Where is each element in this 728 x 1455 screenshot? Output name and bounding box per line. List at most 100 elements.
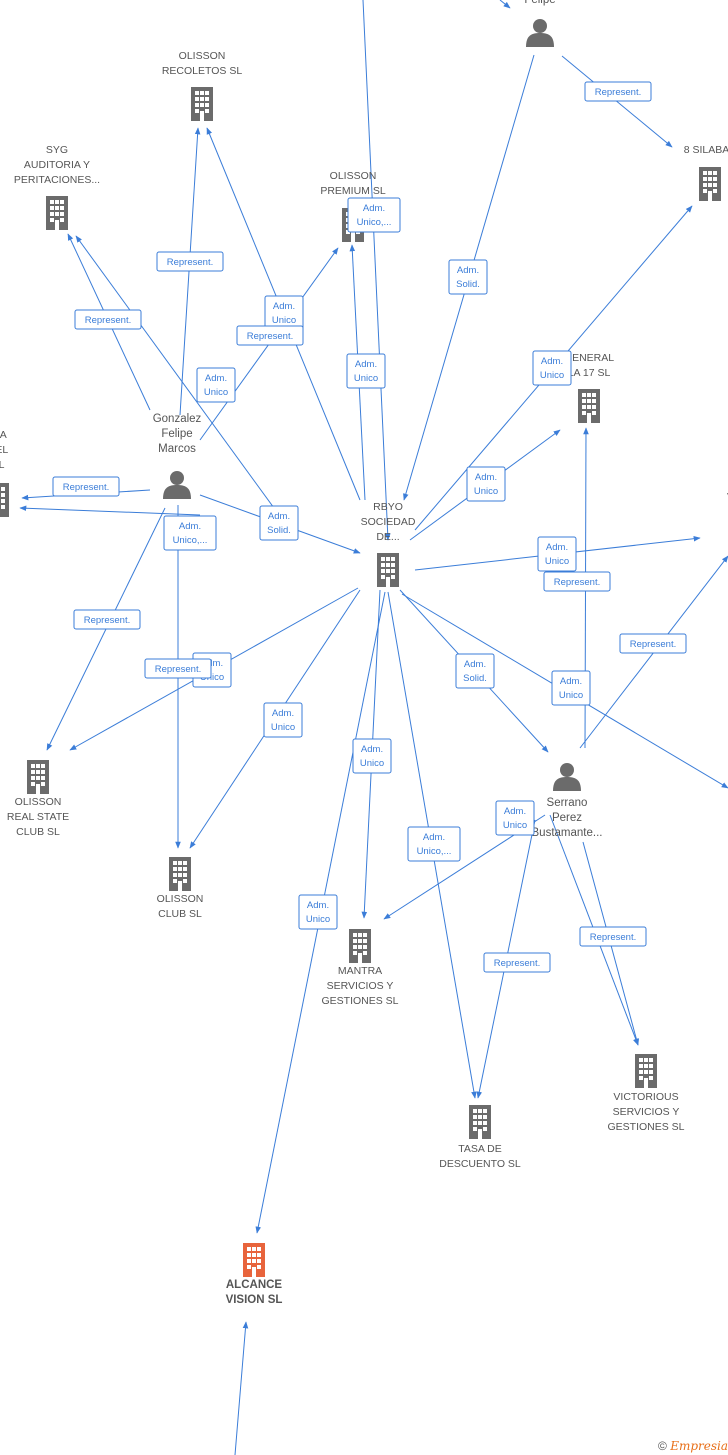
node-label: SOCIEDAD xyxy=(361,516,416,528)
node-label: ALCANCE xyxy=(226,1279,283,1291)
edge-label-text: Represent. xyxy=(494,958,540,969)
node-label: VALE xyxy=(727,491,728,503)
node-label: CLUB SL xyxy=(158,908,202,920)
edge-label-text: Unico xyxy=(474,486,498,497)
node-label: RBYO xyxy=(373,501,403,513)
edge-label-e10[interactable]: Adm.Unico xyxy=(532,350,572,386)
edge-label-text: Adm. xyxy=(179,521,201,532)
footer-copyright: © Empresia xyxy=(658,1439,728,1453)
edge-label-box xyxy=(196,367,236,403)
edge-label-text: Unico,... xyxy=(417,846,452,857)
node-label: VISION SL xyxy=(226,1294,283,1306)
edge-label-text: Represent. xyxy=(554,577,600,588)
edge-label-e28[interactable]: Represent. xyxy=(483,952,551,973)
node-alcance[interactable]: ALCANCE VISION SL xyxy=(226,1243,283,1306)
brand-logo: Empresia xyxy=(670,1439,728,1453)
node-label: PREMIUM SL xyxy=(320,185,386,197)
edge-label-e15[interactable]: Adm.Unico xyxy=(537,536,577,572)
edge-label-box xyxy=(144,658,212,679)
edge-label-text: Unico xyxy=(545,556,569,567)
edge-label-text: Solid. xyxy=(456,279,480,290)
node-label: VICTORIOUS xyxy=(613,1091,678,1103)
edge-label-e3[interactable]: Adm. Unico,... xyxy=(347,197,401,233)
edge-label-text: Adm. xyxy=(201,658,223,669)
edge-label-e24[interactable]: Represent. xyxy=(144,658,212,679)
node-vale[interactable]: IVALE xyxy=(727,476,728,565)
node-serrano[interactable]: SerranoPerezBustamante... xyxy=(532,763,603,839)
edge-label-e5[interactable]: Represent. xyxy=(74,309,142,330)
edge-label-box xyxy=(407,826,461,862)
edge-label-box xyxy=(579,926,647,947)
building-icon xyxy=(349,929,371,963)
building-icon xyxy=(377,553,399,587)
edge-label-e2[interactable]: Adm.Solid. xyxy=(448,259,488,295)
node-silabas[interactable]: 8 SILABAS xyxy=(684,144,728,201)
edge-label-e16[interactable]: Represent. xyxy=(543,571,611,592)
edge-label-text: Adm. xyxy=(560,676,582,687)
node-label: SERVICIOS Y xyxy=(327,980,394,992)
node-leftria[interactable]: RIADELSL xyxy=(0,429,9,517)
edge-label-text: Adm. xyxy=(363,203,385,214)
edge-label-e11[interactable]: Represent. xyxy=(52,476,120,497)
edge-label-box xyxy=(537,536,577,572)
edge-label-e18[interactable]: Represent. xyxy=(73,609,141,630)
edge-label-e7[interactable]: Represent. xyxy=(236,325,304,346)
edge-label-e4[interactable]: Represent. xyxy=(156,251,224,272)
edge-label-e29[interactable]: Represent. xyxy=(579,926,647,947)
node-felipe[interactable]: Felipe xyxy=(524,0,556,47)
edge-label-e27[interactable]: Adm.Unico xyxy=(298,894,338,930)
edge-label-text: Adm. xyxy=(268,511,290,522)
edge-line xyxy=(362,0,391,541)
node-label: GESTIONES SL xyxy=(607,1121,684,1133)
edge-label-box xyxy=(483,952,551,973)
edge-label-e23[interactable]: Adm.Unico xyxy=(352,738,392,774)
node-label: LA 17 SL xyxy=(568,367,611,379)
edge-label-e22[interactable]: Adm.Unico xyxy=(263,702,303,738)
edge-label-e17[interactable]: Represent. xyxy=(619,633,687,654)
edge-label-e8[interactable]: Adm.Unico xyxy=(196,367,236,403)
node-label: Bustamante... xyxy=(532,827,603,839)
edge-label-text: Represent. xyxy=(155,664,201,675)
edge-label-text: Unico,... xyxy=(357,217,392,228)
edge-label-box xyxy=(584,81,652,102)
edge-label-e1[interactable]: Represent. xyxy=(584,81,652,102)
building-icon xyxy=(169,857,191,891)
node-rbyo[interactable]: RBYO SOCIEDAD DE... xyxy=(361,501,416,587)
edge-label-e14[interactable]: Adm. Unico xyxy=(466,466,506,502)
node-label: Marcos xyxy=(158,443,196,455)
building-icon xyxy=(635,1054,657,1088)
node-label: Perez xyxy=(552,812,582,824)
edge-label-text: Adm. xyxy=(504,806,526,817)
edge-label-e9[interactable]: Adm.Unico xyxy=(346,353,386,389)
edge-label-box xyxy=(551,670,591,706)
edge-label-e20[interactable]: Adm.Solid. xyxy=(455,653,495,689)
edge-label-e12[interactable]: Adm.Unico,... xyxy=(163,515,217,551)
node-label: DE... xyxy=(376,531,399,543)
edge-label-text: Adm. xyxy=(475,472,497,483)
edge-label-e25[interactable]: Adm. Unico xyxy=(495,800,535,836)
edge-label-box xyxy=(156,251,224,272)
edge-label-text: Unico xyxy=(503,820,527,831)
edge-label-box xyxy=(73,609,141,630)
node-label: SL xyxy=(0,459,5,471)
edge-label-e21[interactable]: Adm.Unico xyxy=(551,670,591,706)
building-icon xyxy=(191,87,213,121)
edge-label-text: Represent. xyxy=(630,639,676,650)
edge-label-e6[interactable]: Adm.Unico xyxy=(264,295,304,331)
edge-label-e26[interactable]: Adm.Unico,... xyxy=(407,826,461,862)
edge-label-e13[interactable]: Adm. Solid. xyxy=(259,505,299,541)
edge-label-text: Solid. xyxy=(267,525,291,536)
edge-label-text: Represent. xyxy=(63,482,109,493)
node-label: Serrano xyxy=(547,797,588,809)
edge-label-text: Solid. xyxy=(463,673,487,684)
